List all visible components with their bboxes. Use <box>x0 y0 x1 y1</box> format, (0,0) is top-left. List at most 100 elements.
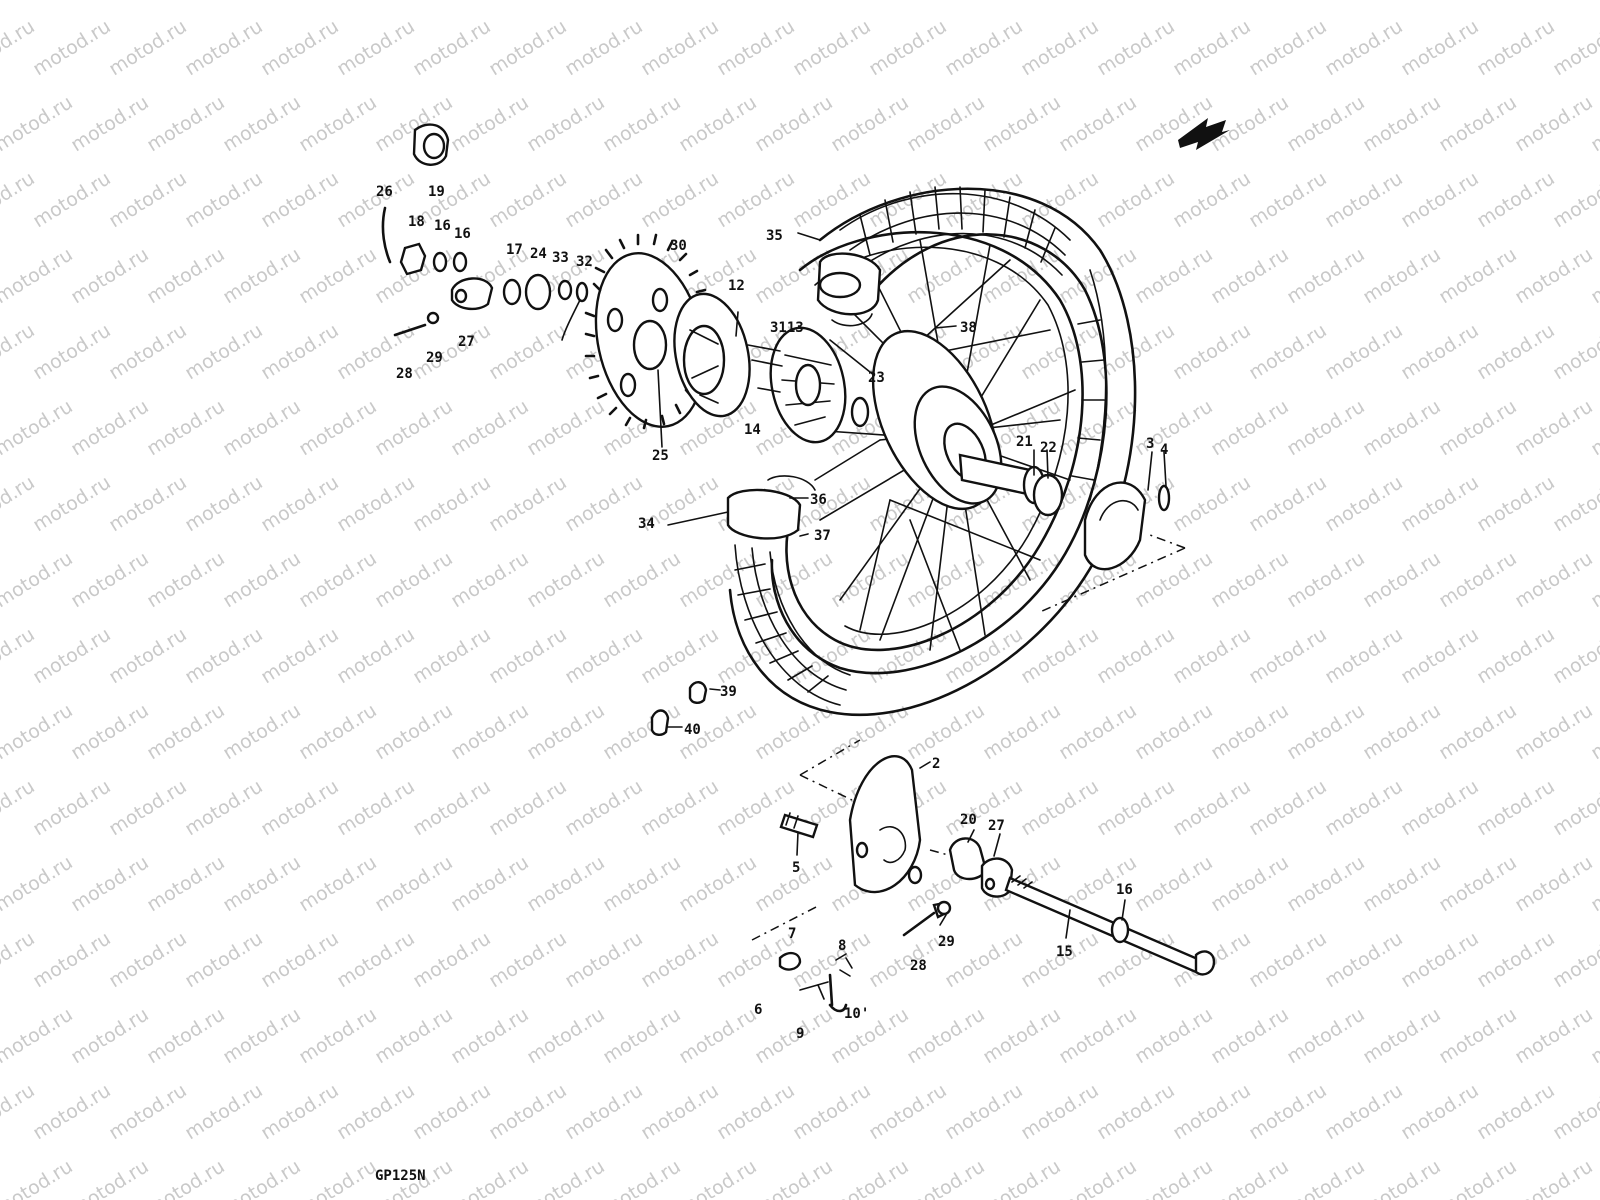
watermark-text: motod.ru <box>257 1079 343 1144</box>
inner-tube-35 <box>816 252 882 327</box>
watermark-text: motod.ru <box>675 1003 761 1068</box>
watermark-text: motod.ru <box>371 699 457 764</box>
watermark-text: motod.ru <box>485 319 571 384</box>
watermark-text: motod.ru <box>0 1003 77 1068</box>
callout-35: 35 <box>766 228 783 244</box>
watermark-text: motod.ru <box>181 927 267 992</box>
watermark-text: motod.ru <box>0 91 77 156</box>
callout-19: 19 <box>428 184 445 200</box>
watermark-text: motod.ru <box>675 91 761 156</box>
watermark-text: motod.ru <box>1435 1155 1521 1200</box>
watermark-text: motod.ru <box>1283 851 1369 916</box>
watermark-text: motod.ru <box>1359 699 1445 764</box>
watermark-text: motod.ru <box>1055 1155 1141 1200</box>
watermark-text: motod.ru <box>333 15 419 80</box>
watermark-text: motod.ru <box>219 0 305 4</box>
watermark-text: motod.ru <box>979 1003 1065 1068</box>
watermark-text: motod.ru <box>1359 851 1445 916</box>
watermark-text: motod.ru <box>257 471 343 536</box>
watermark-text: motod.ru <box>561 623 647 688</box>
watermark-text: motod.ru <box>1435 243 1521 308</box>
watermark-text: motod.ru <box>1549 167 1600 232</box>
watermark-text: motod.ru <box>675 0 761 4</box>
watermark-text: motod.ru <box>1131 1155 1217 1200</box>
callout-4: 4 <box>1160 442 1168 458</box>
watermark-text: motod.ru <box>1397 623 1483 688</box>
watermark-text: motod.ru <box>219 699 305 764</box>
watermark-text: motod.ru <box>1131 0 1217 4</box>
watermark-text: motod.ru <box>713 15 799 80</box>
watermark-text: motod.ru <box>295 243 381 308</box>
watermark-text: motod.ru <box>789 471 875 536</box>
watermark-text: motod.ru <box>827 1155 913 1200</box>
watermark-text: motod.ru <box>1511 395 1597 460</box>
watermark-text: motod.ru <box>447 851 533 916</box>
watermark-text: motod.ru <box>903 91 989 156</box>
watermark-text: motod.ru <box>1245 319 1331 384</box>
watermark-text: motod.ru <box>29 775 115 840</box>
callout-29-bottom: 29 <box>938 934 955 950</box>
callout-25: 25 <box>652 448 669 464</box>
sprocket-drum-12 <box>673 292 751 418</box>
spacer-20 <box>948 837 988 881</box>
callout-37: 37 <box>814 528 831 544</box>
watermark-text: motod.ru <box>295 1003 381 1068</box>
watermark-text: motod.ru <box>485 471 571 536</box>
small-parts-top-left <box>393 242 589 341</box>
watermark-text: motod.ru <box>447 1003 533 1068</box>
watermark-text: motod.ru <box>1435 395 1521 460</box>
watermark-text: motod.ru <box>941 15 1027 80</box>
callout-18: 18 <box>408 214 425 230</box>
watermark-text: motod.ru <box>523 851 609 916</box>
watermark-text: motod.ru <box>67 547 153 612</box>
watermark-text: motod.ru <box>903 1155 989 1200</box>
callout-40: 40 <box>684 722 701 738</box>
callout-15: 15 <box>1056 944 1073 960</box>
watermark-text: motod.ru <box>1207 851 1293 916</box>
watermark-text: motod.ru <box>1511 0 1597 4</box>
model-code: GP125N <box>375 1168 426 1184</box>
watermark-text: motod.ru <box>751 699 837 764</box>
watermark-text: motod.ru <box>409 319 495 384</box>
watermark-text: motod.ru <box>0 243 77 308</box>
watermark-text: motod.ru <box>1397 167 1483 232</box>
watermark-text: motod.ru <box>219 395 305 460</box>
watermark-text: motod.ru <box>0 319 39 384</box>
watermark-text: motod.ru <box>485 167 571 232</box>
watermark-text: motod.ru <box>1131 395 1217 460</box>
watermark-text: motod.ru <box>1359 0 1445 4</box>
watermark-text: motod.ru <box>1359 395 1445 460</box>
watermark-text: motod.ru <box>751 1003 837 1068</box>
watermark-text: motod.ru <box>561 15 647 80</box>
watermark-text: motod.ru <box>1435 0 1521 4</box>
watermark-text: motod.ru <box>0 775 39 840</box>
watermark-text: motod.ru <box>371 395 457 460</box>
watermark-text: motod.ru <box>713 1079 799 1144</box>
watermark-text: motod.ru <box>1511 1155 1597 1200</box>
watermark-text: motod.ru <box>257 167 343 232</box>
leader-lines <box>657 232 1167 939</box>
watermark-text: motod.ru <box>219 1003 305 1068</box>
watermark-text: motod.ru <box>827 1003 913 1068</box>
watermark-text: motod.ru <box>409 623 495 688</box>
watermark-text: motod.ru <box>371 851 457 916</box>
watermark-text: motod.ru <box>1283 0 1369 4</box>
watermark-text: motod.ru <box>67 243 153 308</box>
watermark-text: motod.ru <box>105 319 191 384</box>
watermark-text: motod.ru <box>1473 167 1559 232</box>
watermark-text: motod.ru <box>1549 623 1600 688</box>
watermark-text: motod.ru <box>143 1155 229 1200</box>
watermark-text: motod.ru <box>1169 775 1255 840</box>
watermark-text: motod.ru <box>219 851 305 916</box>
watermark-text: motod.ru <box>523 547 609 612</box>
watermark-text: motod.ru <box>143 0 229 4</box>
watermark-text: motod.ru <box>257 319 343 384</box>
callout-23: 23 <box>868 370 885 386</box>
watermark-text: motod.ru <box>599 1003 685 1068</box>
watermark-text: motod.ru <box>1245 775 1331 840</box>
watermark-text: motod.ru <box>333 775 419 840</box>
callout-7: 7 <box>788 926 796 942</box>
watermark-text: motod.ru <box>1207 1003 1293 1068</box>
callout-3113: 3113 <box>770 320 804 336</box>
